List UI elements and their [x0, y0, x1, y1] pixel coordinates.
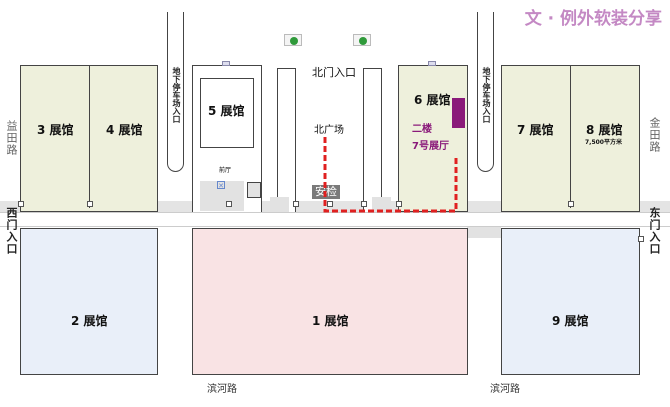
- north-pillar-right: [363, 68, 382, 212]
- pillar-base: [270, 197, 289, 212]
- door-marker: [396, 201, 402, 207]
- route-line: [323, 137, 458, 213]
- door-marker: [568, 201, 574, 207]
- door-marker: [293, 201, 299, 207]
- hall-1-label: 1 展馆: [312, 314, 349, 328]
- north-gate-label: 北门入口: [312, 66, 356, 79]
- info-icon: ✕: [217, 181, 225, 190]
- road-edge-north: [0, 201, 670, 212]
- south-road-label-right: 滨河路: [490, 384, 520, 395]
- room-label: 7号展厅: [412, 141, 449, 152]
- door-marker: [327, 201, 333, 207]
- hall-1[interactable]: [192, 228, 468, 375]
- hall-9-label: 9 展馆: [552, 314, 589, 328]
- parking-label: 地下停车场入口: [172, 67, 181, 123]
- hall-8-area: 7,500平方米: [585, 139, 622, 146]
- east-road-label: 金田路: [648, 117, 661, 153]
- hall-3-label: 3 展馆: [37, 123, 74, 137]
- hall-5[interactable]: [200, 78, 254, 148]
- hall-7-label: 7 展馆: [517, 123, 554, 137]
- parking-entrance-left[interactable]: 地下停车场入口: [167, 12, 184, 172]
- door-marker: [18, 201, 24, 207]
- east-gate-label: 东门入口: [648, 207, 661, 255]
- divider: [570, 65, 571, 208]
- south-road-label-left: 滨河路: [207, 384, 237, 395]
- hall-2[interactable]: [20, 228, 158, 375]
- hall-6-label: 6 展馆: [414, 93, 451, 107]
- exit-sign-icon: [353, 34, 371, 46]
- reception-sign: [452, 98, 465, 128]
- floor-label: 二楼: [412, 124, 432, 135]
- exit-sign-icon: [284, 34, 302, 46]
- gate-block: [467, 227, 501, 238]
- watermark: 文 · 例外软装分享: [524, 9, 662, 29]
- west-road-label: 益田路: [5, 120, 18, 156]
- north-plaza-label: 北广场: [314, 125, 344, 136]
- lobby-label: 前厅: [219, 167, 232, 174]
- divider: [89, 65, 90, 208]
- vip-icon: [222, 61, 230, 66]
- pillar-base: [372, 197, 391, 212]
- lobby-square: [247, 182, 261, 198]
- hall-2-label: 2 展馆: [71, 314, 108, 328]
- door-marker: [638, 236, 644, 242]
- door-marker: [361, 201, 367, 207]
- hall-8-label: 8 展馆: [586, 123, 623, 137]
- door-marker: [226, 201, 232, 207]
- parking-entrance-right[interactable]: 地下停车场入口: [477, 12, 494, 172]
- door-marker: [87, 201, 93, 207]
- hall-4-label: 4 展馆: [106, 123, 143, 137]
- parking-label: 地下停车场入口: [482, 67, 491, 123]
- north-pillar-left: [277, 68, 296, 212]
- hall-5-label: 5 展馆: [208, 104, 245, 118]
- vip-icon: [428, 61, 436, 66]
- lobby-block: [200, 181, 244, 211]
- hall-9[interactable]: [501, 228, 640, 375]
- west-gate-label: 西门入口: [5, 207, 18, 255]
